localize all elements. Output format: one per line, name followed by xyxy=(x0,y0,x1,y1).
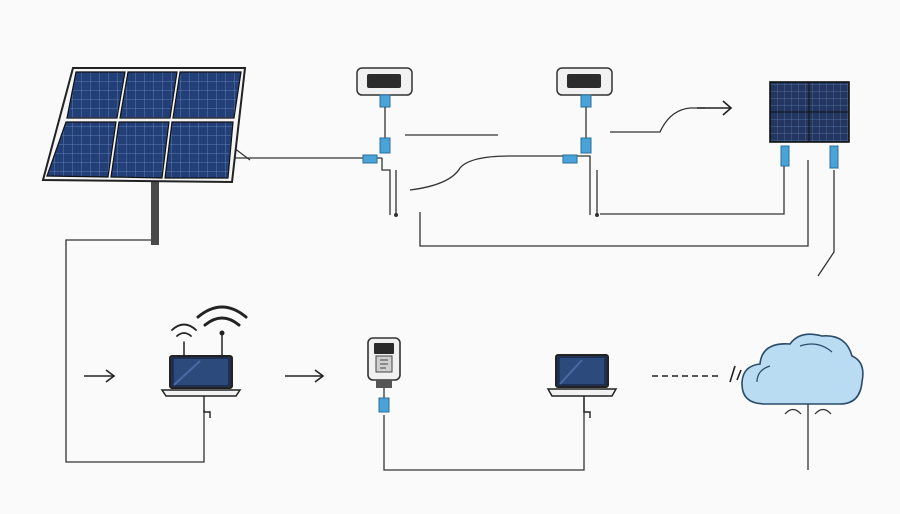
laptop-icon xyxy=(546,354,618,418)
arrow-right-icon xyxy=(697,100,733,116)
dashed-link xyxy=(652,365,742,383)
cloud-icon xyxy=(741,333,864,470)
energy-meter-icon xyxy=(367,337,401,413)
arrow-right-icon xyxy=(285,369,325,383)
wifi-icon xyxy=(171,305,248,357)
monitoring-device-icon xyxy=(356,67,413,217)
arrow-right-icon xyxy=(84,369,116,383)
monitoring-device-icon xyxy=(556,67,613,217)
solar-module-icon xyxy=(769,81,850,169)
solar-panel-icon xyxy=(41,67,251,245)
flow-arrows xyxy=(84,100,742,383)
wiring xyxy=(65,107,835,471)
laptop-icon xyxy=(160,355,242,418)
